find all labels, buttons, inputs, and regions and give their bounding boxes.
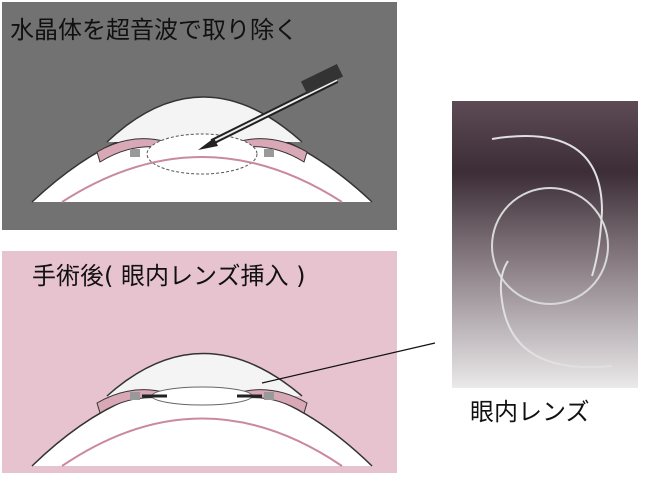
caption-post-surgery: 手術後( 眼内レンズ挿入 ) (32, 262, 306, 290)
ultrasound-probe-icon (198, 63, 344, 150)
zonule-right (264, 149, 274, 157)
zonule-right (264, 392, 274, 400)
lens-haptic-upper (491, 135, 604, 277)
lens-haptic-lower (499, 260, 613, 369)
panel-ultrasound-removal (2, 2, 397, 230)
intraocular-lens-photo (452, 101, 638, 388)
caption-ultrasound-removal: 水晶体を超音波で取り除く (10, 16, 298, 44)
lens-optic (491, 187, 609, 305)
label-intraocular-lens: 眼内レンズ (470, 398, 590, 426)
cornea (106, 352, 303, 397)
crystalline-lens (146, 133, 258, 175)
cornea (106, 96, 303, 143)
choroid-line (61, 156, 343, 203)
panel-post-surgery (2, 251, 397, 473)
intraocular-lens (452, 101, 638, 388)
choroid-line (61, 417, 343, 467)
eye-cross-section-before (31, 63, 373, 203)
zonule-left (130, 392, 140, 400)
zonule-left (130, 149, 140, 157)
eye-cross-section-after (31, 352, 373, 467)
